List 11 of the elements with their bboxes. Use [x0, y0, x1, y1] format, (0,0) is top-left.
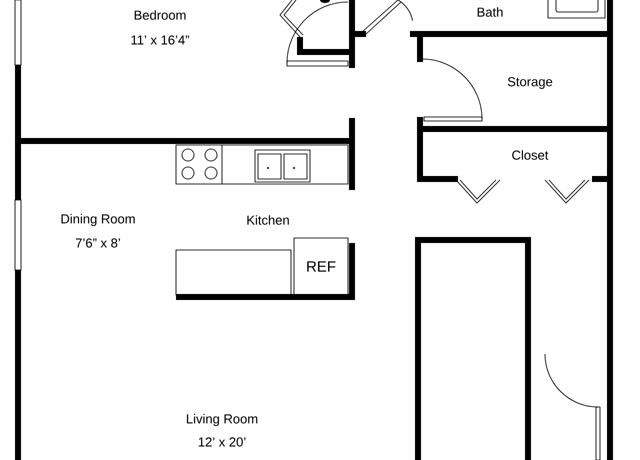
room-label: Closet	[512, 150, 548, 160]
room-label: Living Room	[186, 414, 258, 426]
room-dimension: 7’6” x 8’	[76, 238, 120, 248]
room-label: Bath	[478, 7, 503, 17]
room-dimension: 12’ x 20’	[198, 437, 246, 447]
room-label: Kitchen	[247, 215, 289, 225]
room-label: Storage	[508, 77, 552, 89]
refrigerator-box: REF	[294, 238, 348, 296]
room-label: Dining Room	[62, 214, 135, 226]
room-dimension: 11’ x 16’4”	[132, 35, 190, 45]
room-label: Bedroom	[134, 10, 186, 20]
